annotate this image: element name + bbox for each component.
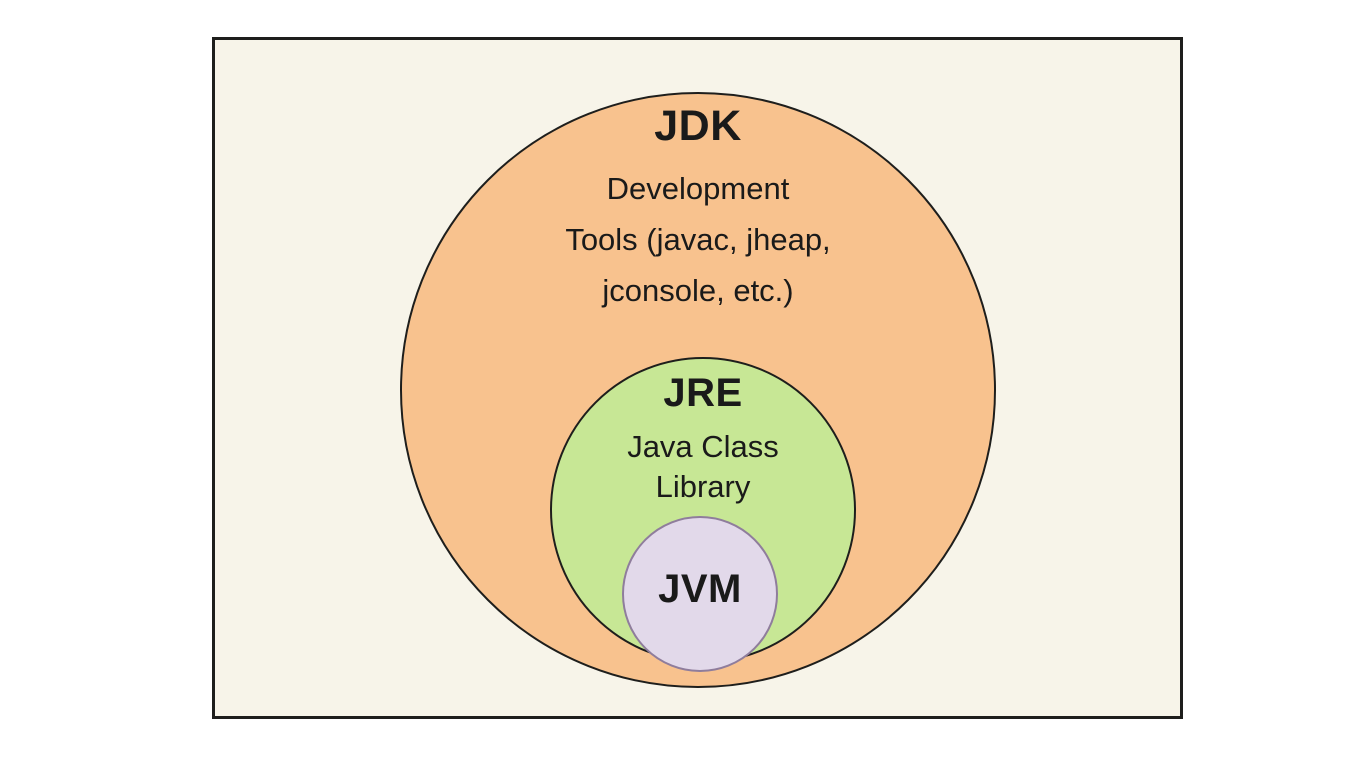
jdk-description-line-3: jconsole, etc.)	[602, 273, 794, 308]
jdk-description: Development Tools (javac, jheap, jconsol…	[370, 163, 1026, 316]
jre-description-line-1: Java Class	[627, 429, 779, 464]
jdk-description-line-2: Tools (javac, jheap,	[565, 222, 831, 257]
jvm-title: JVM	[658, 567, 742, 611]
jvm-circle	[622, 516, 778, 672]
jre-title: JRE	[663, 371, 743, 415]
jdk-description-line-1: Development	[606, 171, 790, 206]
jdk-title: JDK	[654, 102, 742, 150]
jre-description-line-2: Library	[655, 469, 751, 504]
jre-description: Java Class Library	[530, 427, 876, 507]
